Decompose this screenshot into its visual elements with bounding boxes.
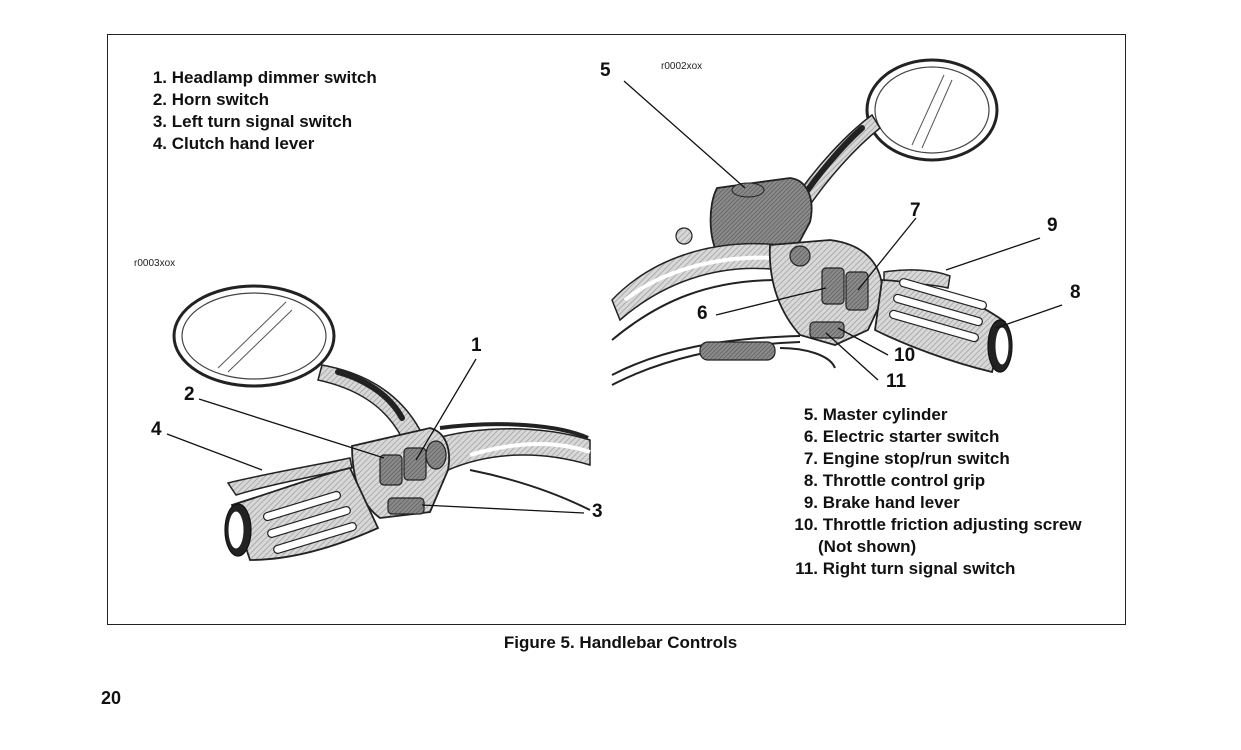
legend-text: Headlamp dimmer switch	[171, 68, 377, 87]
callout-2: 2	[184, 384, 195, 405]
callout-10: 10	[894, 345, 916, 366]
legend-item: 4. Clutch hand lever	[147, 133, 377, 155]
legend-item: 1. Headlamp dimmer switch	[147, 67, 377, 89]
legend-number: 6.	[803, 427, 818, 446]
callout-7: 7	[910, 200, 921, 221]
legend-item: 7. Engine stop/run switch	[788, 448, 1082, 470]
legend-item: 6. Electric starter switch	[788, 426, 1082, 448]
legend-text: Left turn signal switch	[171, 112, 353, 131]
legend-text: Brake hand lever	[822, 493, 960, 512]
legend-number: 10.	[794, 515, 818, 534]
legend-number: 9.	[803, 493, 818, 512]
legend-text: (Not shown)	[818, 537, 917, 556]
legend-number: 1.	[152, 68, 167, 87]
legend-number: 2.	[152, 90, 167, 109]
left-legend-list: 1. Headlamp dimmer switch 2. Horn switch…	[147, 67, 377, 155]
legend-number: 4.	[152, 134, 167, 153]
legend-continuation: (Not shown)	[788, 536, 1082, 558]
callout-6: 6	[697, 303, 708, 324]
callout-9: 9	[1047, 215, 1058, 236]
callout-3: 3	[592, 501, 603, 522]
left-handlebar-drawing	[172, 284, 591, 561]
right-handlebar-drawing	[611, 58, 1013, 386]
legend-item: 10. Throttle friction adjusting screw	[788, 514, 1082, 536]
legend-number: 3.	[152, 112, 167, 131]
callout-1: 1	[471, 335, 482, 356]
legend-item: 2. Horn switch	[147, 89, 377, 111]
legend-number: 7.	[803, 449, 818, 468]
legend-number: 11.	[795, 559, 818, 578]
legend-text: Horn switch	[171, 90, 270, 109]
legend-text: Master cylinder	[822, 405, 948, 424]
right-leader-lines	[623, 80, 1063, 381]
page-number: 20	[101, 688, 122, 708]
right-figure-code: r0002xox	[661, 61, 703, 72]
callout-4: 4	[151, 419, 162, 440]
legend-text: Right turn signal switch	[822, 559, 1016, 578]
legend-item: 5. Master cylinder	[788, 404, 1082, 426]
right-legend-list: 5. Master cylinder 6. Electric starter s…	[788, 404, 1082, 580]
left-figure-code: r0003xox	[134, 258, 176, 269]
legend-text: Throttle control grip	[822, 471, 986, 490]
legend-item: 3. Left turn signal switch	[147, 111, 377, 133]
legend-item: 8. Throttle control grip	[788, 470, 1082, 492]
legend-text: Throttle friction adjusting screw	[822, 515, 1082, 534]
figure-frame	[107, 34, 1126, 625]
legend-text: Clutch hand lever	[171, 134, 315, 153]
figure-caption: Figure 5. Handlebar Controls	[503, 633, 738, 652]
legend-text: Engine stop/run switch	[822, 449, 1010, 468]
legend-item: 11. Right turn signal switch	[788, 558, 1082, 580]
legend-number: 5.	[803, 405, 818, 424]
callout-11: 11	[886, 371, 907, 392]
callout-8: 8	[1070, 282, 1081, 303]
callout-5: 5	[600, 60, 611, 81]
legend-text: Electric starter switch	[822, 427, 1000, 446]
left-leader-lines	[166, 358, 585, 514]
legend-item: 9. Brake hand lever	[788, 492, 1082, 514]
legend-number: 8.	[803, 471, 818, 490]
